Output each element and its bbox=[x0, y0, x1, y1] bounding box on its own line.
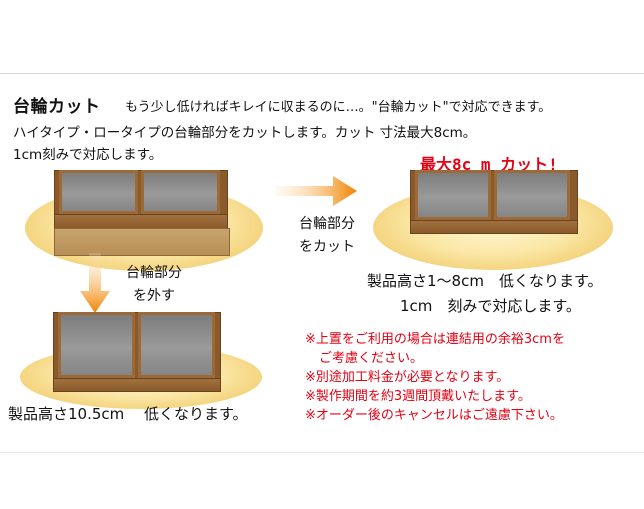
arrow-right-icon bbox=[275, 176, 357, 206]
note-line: ※別途加工料金が必要となります。 bbox=[305, 370, 510, 385]
arrow-down-icon bbox=[80, 253, 110, 313]
down-arrow-label: 台輪部分 を外す bbox=[126, 265, 182, 304]
removed-height-text: 製品高さ10.5cm 低くなります。 bbox=[8, 405, 248, 423]
max-cut-label: 最大8c m カット! bbox=[420, 155, 558, 174]
note-line: ※製作期間を約3週間頂戴いたします。 bbox=[305, 389, 531, 404]
cabinet-original bbox=[54, 170, 230, 256]
description-line-1: ハイタイプ・ロータイプの台輪部分をカットします。カット 寸法最大8cm。 bbox=[13, 125, 477, 141]
cut-height-text: 製品高さ1～8cm 低くなります。 bbox=[367, 272, 603, 290]
section-title: 台輪カット bbox=[13, 97, 101, 117]
cabinet-removed bbox=[53, 312, 223, 392]
right-arrow-label: 台輪部分 をカット bbox=[299, 216, 355, 255]
note-line: ※上置をご利用の場合は連結用の余裕3cmを bbox=[305, 332, 565, 347]
note-line: ※オーダー後のキャンセルはご遠慮下さい。 bbox=[305, 408, 563, 423]
cut-step-text: 1cm 刻みで対応します。 bbox=[400, 297, 581, 315]
cabinet-cut bbox=[410, 170, 580, 240]
note-line: ご考慮ください。 bbox=[319, 351, 424, 366]
notes-list: ※上置をご利用の場合は連結用の余裕3cmを ご考慮ください。 ※別途加工料金が必… bbox=[305, 330, 565, 425]
description-line-2: 1cm刻みで対応します。 bbox=[13, 147, 163, 163]
bottom-divider bbox=[0, 452, 644, 453]
intro-text: もう少し低ければキレイに収まるのに…。"台輪カット"で対応できます。 bbox=[125, 100, 552, 115]
